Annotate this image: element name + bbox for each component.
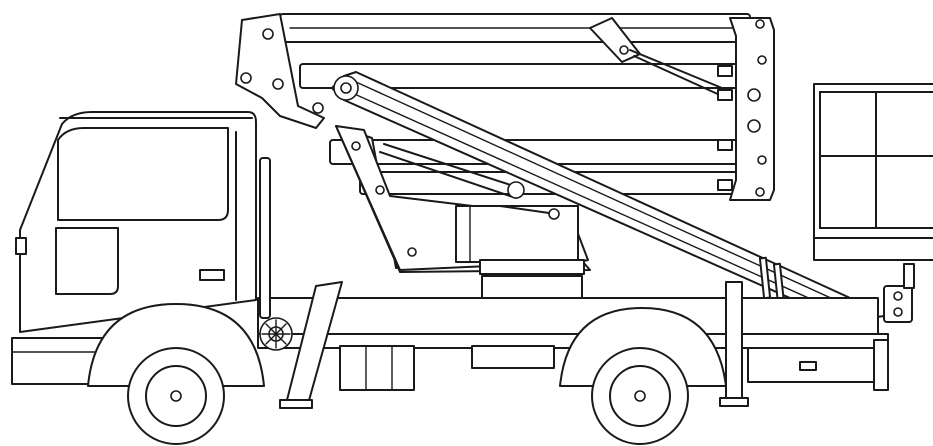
telescopic-boom [331, 71, 915, 331]
chassis-frame [257, 281, 889, 407]
work-basket [813, 83, 933, 261]
rear-wheel [591, 347, 689, 445]
turret-mast [335, 125, 591, 299]
front-wheel [127, 347, 225, 445]
wheels [87, 303, 727, 445]
outrigger-leg [279, 281, 343, 409]
